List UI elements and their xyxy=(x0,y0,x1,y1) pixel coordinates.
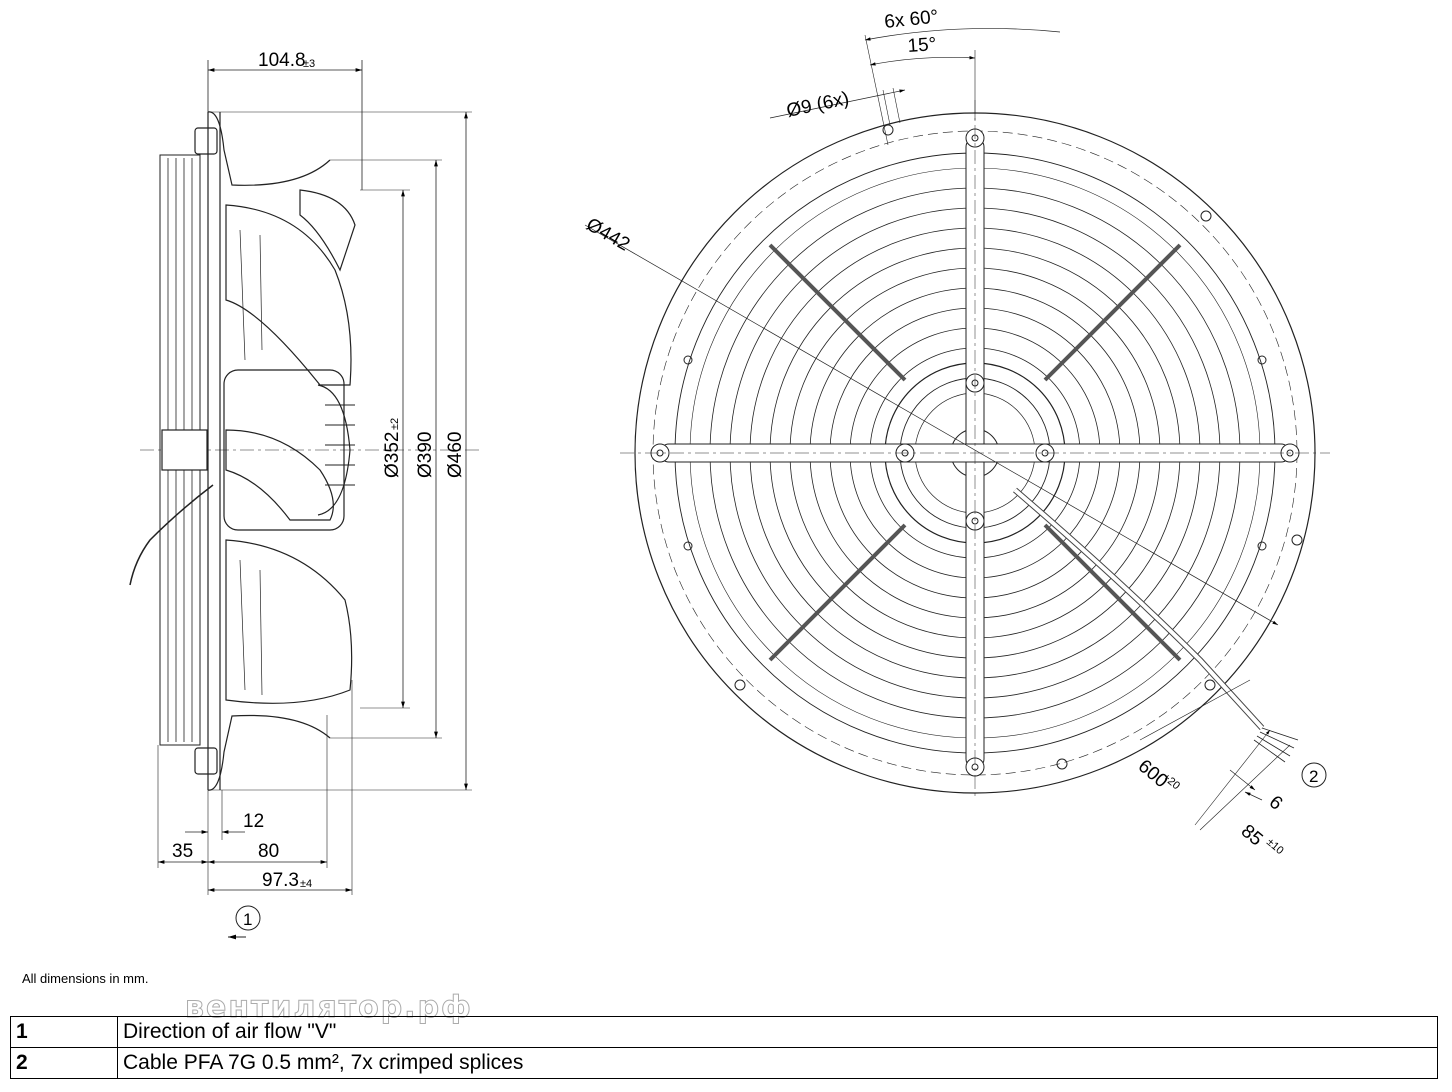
front-view xyxy=(584,28,1330,831)
legend-key: 1 xyxy=(10,1016,118,1048)
dim-width-tol: ±3 xyxy=(303,58,315,70)
legend-text: Cable PFA 7G 0.5 mm², 7x crimped splices xyxy=(117,1047,1438,1079)
dim-width: 104.8 xyxy=(258,50,306,71)
dim-angle-60: 6x 60° xyxy=(883,6,939,33)
legend-table: 1 Direction of air flow "V" 2 Cable PFA … xyxy=(10,1016,1438,1079)
side-view xyxy=(129,60,480,940)
dim-dia-390: Ø390 xyxy=(415,432,436,478)
dim-35: 35 xyxy=(172,841,193,862)
dim-12: 12 xyxy=(243,811,264,832)
legend-text: Direction of air flow "V" xyxy=(117,1016,1438,1048)
dim-85-tol: ±10 xyxy=(1264,836,1286,857)
dim-angle-15: 15° xyxy=(907,34,937,57)
dim-dia-460: Ø460 xyxy=(445,432,466,478)
side-view-labels: 104.8 ±3 Ø352 ±2 Ø390 Ø460 12 35 80 97.3… xyxy=(172,50,466,929)
dim-holes: Ø9 (6x) xyxy=(785,88,851,122)
dim-dia-352-tol: ±2 xyxy=(389,418,401,430)
dim-6: 6 xyxy=(1265,792,1287,815)
callout-airflow: 1 xyxy=(243,910,252,929)
legend-row: 1 Direction of air flow "V" xyxy=(10,1016,1438,1048)
legend-key: 2 xyxy=(10,1047,118,1079)
dim-85: 85 xyxy=(1237,821,1267,851)
dim-97: 97.3 xyxy=(262,870,299,891)
callout-cable: 2 xyxy=(1309,767,1318,786)
units-note: All dimensions in mm. xyxy=(22,971,149,986)
dim-80: 80 xyxy=(258,841,279,862)
technical-drawing: 104.8 ±3 Ø352 ±2 Ø390 Ø460 12 35 80 97.3… xyxy=(129,6,1330,940)
legend-row: 2 Cable PFA 7G 0.5 mm², 7x crimped splic… xyxy=(10,1047,1438,1079)
dim-dia-352: Ø352 xyxy=(382,432,403,478)
dim-97-tol: ±4 xyxy=(300,878,312,890)
dim-dia-442: Ø442 xyxy=(583,214,634,255)
